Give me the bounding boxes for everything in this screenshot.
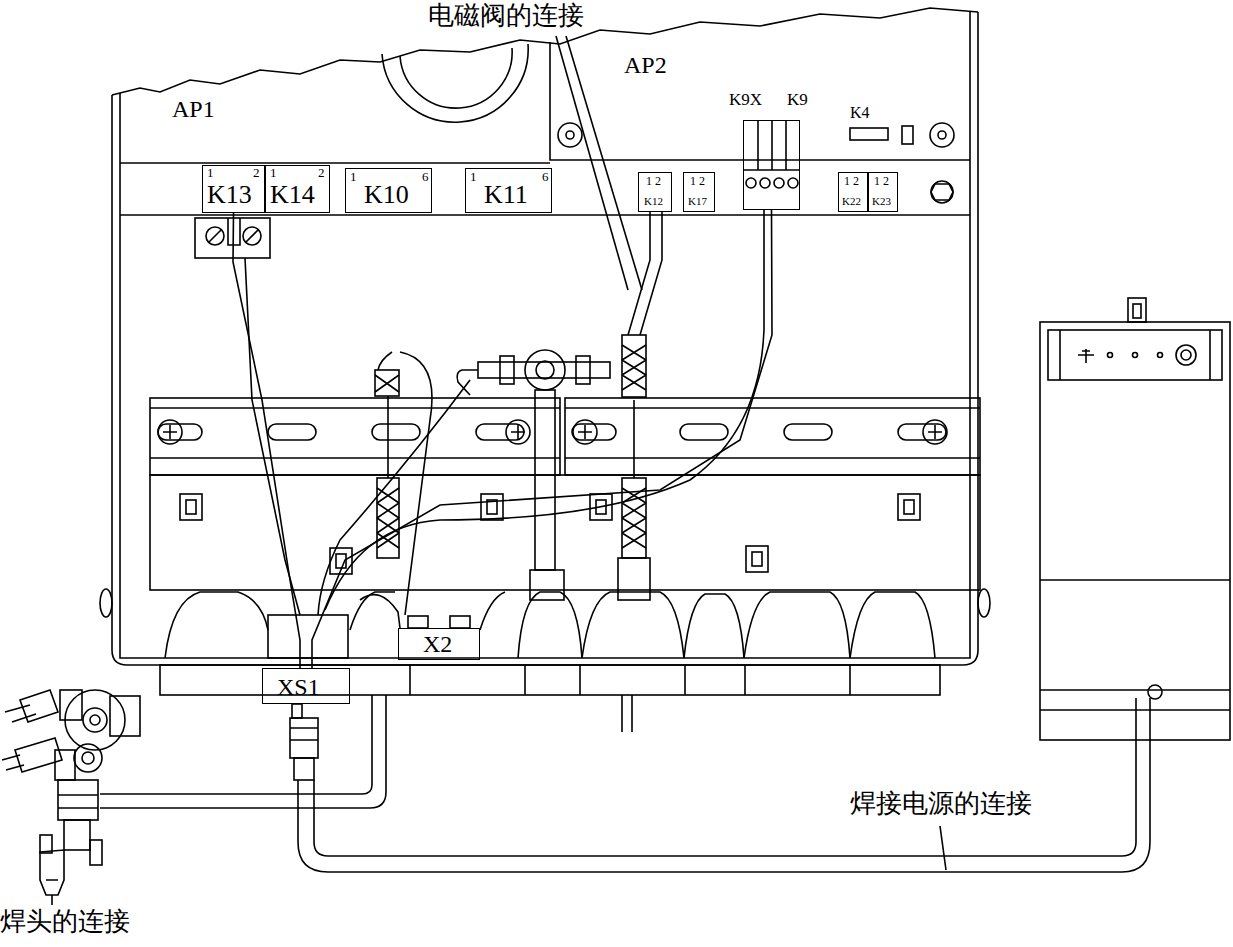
part-label: 焊接电源的连接 bbox=[850, 790, 1032, 819]
connector-label: 1 2 bbox=[874, 175, 889, 188]
connector-label: XS1 bbox=[277, 674, 320, 700]
connector-label: 1 2 bbox=[646, 175, 661, 188]
part-label: 焊头的连接 bbox=[0, 908, 130, 937]
connector-label: 1 bbox=[470, 170, 477, 184]
connector-label: K9X bbox=[729, 91, 762, 110]
wire-connector bbox=[233, 213, 300, 668]
connector-label: K11 bbox=[484, 181, 528, 210]
connector-box: 1 2 K23 bbox=[868, 172, 898, 212]
connector-box: 1 2 K12 bbox=[638, 172, 672, 212]
connector-label: 1 bbox=[207, 166, 214, 180]
connector-label: K17 bbox=[688, 195, 707, 207]
connector-box: 1 2K14 bbox=[265, 165, 330, 213]
connector-label: K14 bbox=[270, 181, 315, 210]
wire-line bbox=[233, 213, 300, 668]
connector-label: 1 bbox=[350, 170, 357, 184]
connector-box: 1 2K13 bbox=[202, 165, 265, 213]
connector-label: 1 bbox=[270, 166, 277, 180]
connector-box: X2 bbox=[398, 628, 480, 660]
connector-label: 1 2 bbox=[690, 175, 705, 188]
part-label: 电磁阀的连接 bbox=[428, 2, 584, 31]
connector-label: K13 bbox=[207, 181, 252, 210]
connector-label: K22 bbox=[842, 195, 861, 207]
wire-connector bbox=[312, 210, 772, 668]
connector-label: K10 bbox=[364, 181, 409, 210]
part-label: AP1 bbox=[172, 96, 215, 122]
connector-label: 6 bbox=[542, 170, 549, 184]
connector-box: K9XK9 bbox=[743, 120, 800, 210]
connector-label: 2 bbox=[253, 166, 260, 180]
connector-label: K12 bbox=[644, 195, 663, 207]
connector-label: 2 bbox=[318, 166, 325, 180]
connector-label: X2 bbox=[423, 631, 452, 657]
part-label: AP2 bbox=[624, 52, 667, 78]
connector-box: 1 2 K22 bbox=[838, 172, 868, 212]
connector-box: 1 2 K17 bbox=[683, 172, 715, 212]
connector-label: 6 bbox=[422, 170, 429, 184]
wire-line bbox=[312, 210, 772, 668]
connector-box: 1 6K11 bbox=[465, 168, 552, 213]
connector-label: 1 2 bbox=[844, 175, 859, 188]
part-label: K4 bbox=[850, 104, 870, 122]
connector-label: K23 bbox=[872, 195, 891, 207]
connector-box: 1 6K10 bbox=[345, 168, 432, 213]
connector-box: XS1 bbox=[262, 668, 350, 704]
connector-label: K9 bbox=[787, 91, 808, 110]
